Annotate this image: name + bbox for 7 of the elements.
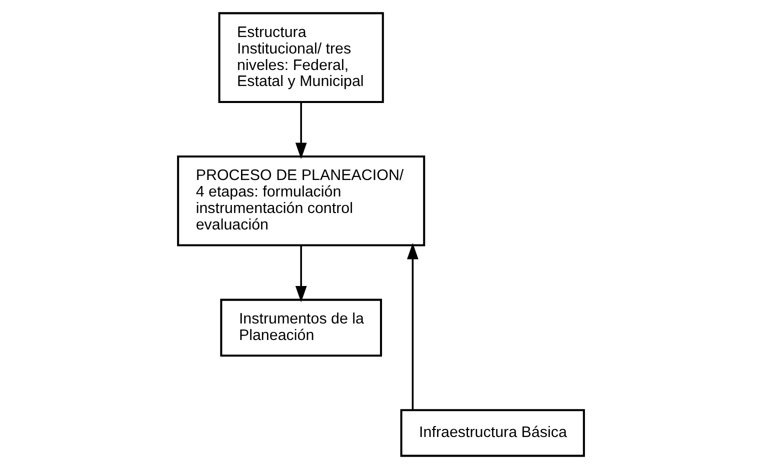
node-box: PROCESO DE PLANEACION/ 4 etapas: formulación instrumentación control evaluación xyxy=(177,155,426,246)
arrow xyxy=(407,242,418,410)
arrow xyxy=(295,102,307,160)
arrow xyxy=(295,246,307,302)
node-box: Instrumentos de la Planeación xyxy=(220,298,382,357)
node-box: Estructura Institucional/ tres niveles: Federal, Estatal y Municipal xyxy=(218,12,384,103)
node-box: Infraestructura Básica xyxy=(400,409,585,457)
